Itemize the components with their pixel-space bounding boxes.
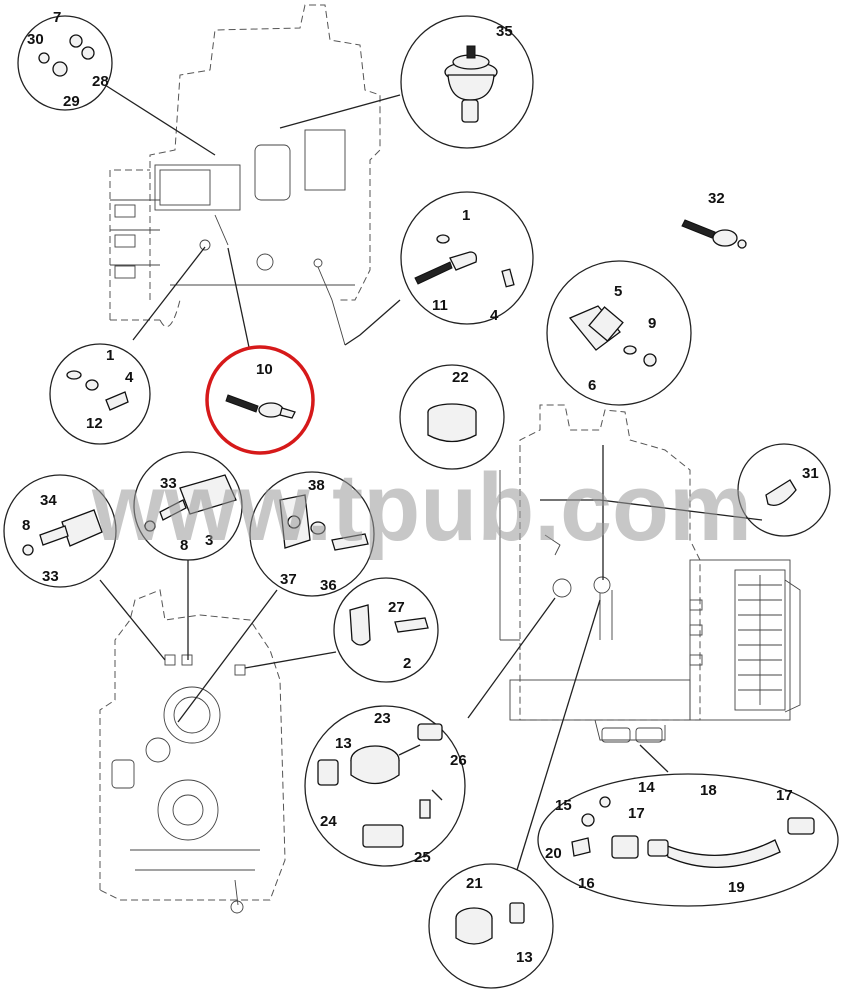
label-37: 37 xyxy=(280,571,297,588)
label-26: 26 xyxy=(450,752,467,769)
label-24: 24 xyxy=(320,813,337,830)
radiator-outline xyxy=(689,559,801,721)
label-25: 25 xyxy=(414,849,431,866)
label-10: 10 xyxy=(256,361,273,378)
label-16: 16 xyxy=(578,875,595,892)
label-21: 21 xyxy=(466,875,483,892)
label-15: 15 xyxy=(555,797,572,814)
label-9: 9 xyxy=(648,315,656,332)
callout-clamp: 27 2 xyxy=(333,577,439,683)
label-7: 7 xyxy=(53,9,61,26)
label-11: 11 xyxy=(432,297,448,314)
label-34: 34 xyxy=(40,492,57,509)
label-33: 33 xyxy=(42,568,59,585)
callout-ground-strap: 1 11 4 xyxy=(400,191,534,325)
callout-cable-assembly: 10 xyxy=(205,345,315,455)
label-27: 27 xyxy=(388,599,405,616)
label-1: 1 xyxy=(462,207,470,224)
label-31: 31 xyxy=(802,465,819,482)
watermark: www.tpub.com xyxy=(91,454,752,561)
label-33: 33 xyxy=(160,475,177,492)
label-18: 18 xyxy=(700,782,717,799)
label-30: 30 xyxy=(27,31,44,48)
lower-engine-outline xyxy=(99,589,286,914)
label-23: 23 xyxy=(374,710,391,727)
label-22: 22 xyxy=(452,369,469,386)
label-20: 20 xyxy=(545,845,562,862)
standalone-part-32: 32 xyxy=(681,190,747,249)
label-2: 2 xyxy=(403,655,411,672)
label-32: 32 xyxy=(708,190,725,207)
callout-fasteners: 7 30 28 29 xyxy=(17,9,113,111)
callout-bracket-bolt: 38 37 36 xyxy=(249,471,375,597)
callout-clip: 31 xyxy=(737,443,831,537)
label-36: 36 xyxy=(320,577,337,594)
label-29: 29 xyxy=(63,93,80,110)
label-28: 28 xyxy=(92,73,109,90)
label-19: 19 xyxy=(728,879,745,896)
callout-hose-assembly: 14 18 17 15 17 20 16 19 xyxy=(537,773,839,907)
label-8: 8 xyxy=(22,517,30,534)
label-8: 8 xyxy=(180,537,188,554)
label-6: 6 xyxy=(588,377,596,394)
callout-switch: 21 13 xyxy=(428,863,554,989)
callout-bushing: 22 xyxy=(399,364,505,470)
label-5: 5 xyxy=(614,283,622,300)
label-38: 38 xyxy=(308,477,325,494)
label-3: 3 xyxy=(205,532,213,549)
label-13: 13 xyxy=(335,735,352,752)
label-17: 17 xyxy=(628,805,645,822)
callout-pressure-switch: 23 13 26 24 25 xyxy=(304,705,467,867)
label-13: 13 xyxy=(516,949,533,966)
label-4: 4 xyxy=(490,307,499,324)
label-1: 1 xyxy=(106,347,114,364)
callout-adapter-fitting: 34 8 33 xyxy=(3,474,117,588)
callout-sensor: 33 8 3 xyxy=(133,451,243,561)
leader-lines xyxy=(99,84,763,871)
label-12: 12 xyxy=(86,415,103,432)
upper-engine-outline xyxy=(109,4,381,346)
label-4: 4 xyxy=(125,369,134,386)
callout-washer-bolt: 1 4 12 xyxy=(49,343,151,445)
label-35: 35 xyxy=(496,23,513,40)
label-17: 17 xyxy=(776,787,793,804)
callout-temperature-switch: 5 9 6 xyxy=(546,260,692,406)
label-14: 14 xyxy=(638,779,655,796)
callout-sending-unit: 35 xyxy=(400,15,534,149)
